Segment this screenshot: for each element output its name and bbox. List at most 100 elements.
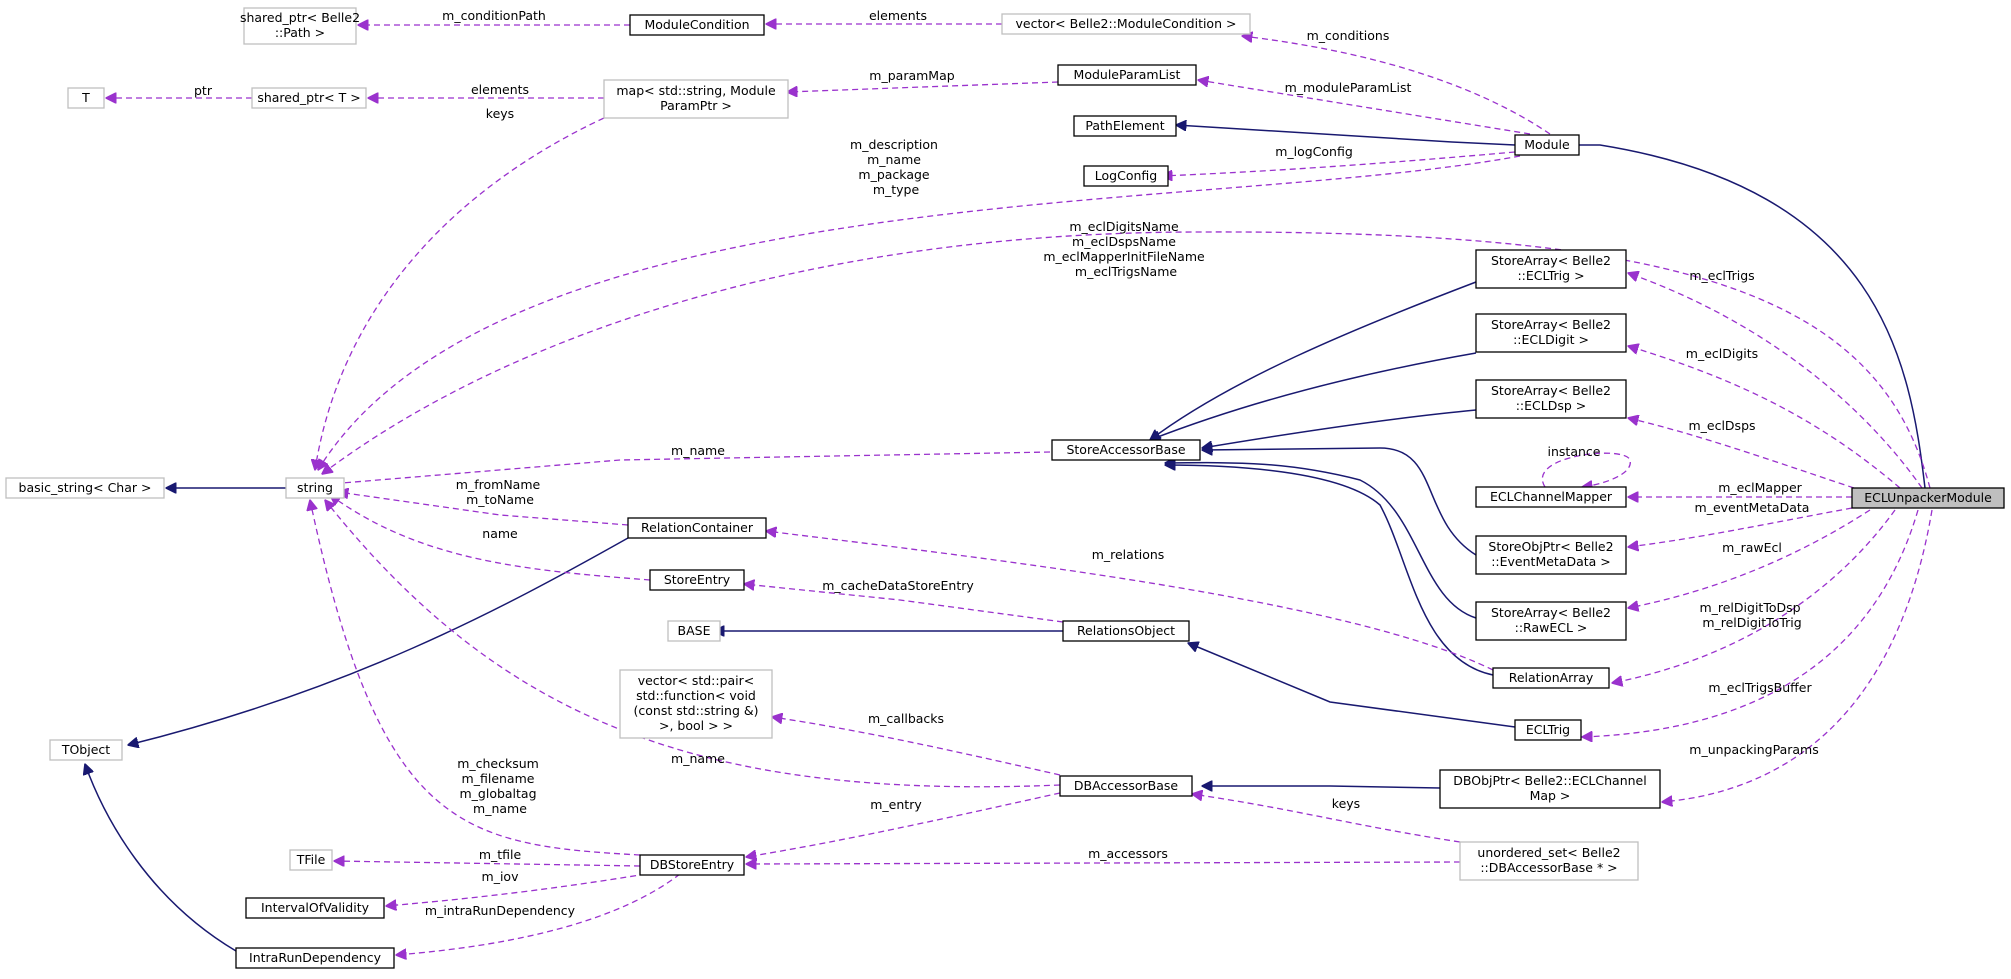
node-module[interactable]: Module [1514, 134, 1580, 156]
label-m-description: m_description [850, 137, 938, 152]
edge-dbobjptr-to-dbaccessorbase [1202, 786, 1441, 788]
edge-ecl-mapper-instance [1541, 452, 1631, 487]
node-shared-ptr-t[interactable]: shared_ptr< T > [251, 87, 367, 109]
label-m-globaltag: m_globaltag [459, 786, 536, 801]
edge-module-strings [318, 155, 1521, 470]
node-dbstoreentry[interactable]: DBStoreEntry [639, 854, 745, 876]
node-relationarray[interactable]: RelationArray [1492, 667, 1610, 689]
label-m-ecldigitsname: m_eclDigitsName [1069, 219, 1179, 234]
node-dbaccessorbase[interactable]: DBAccessorBase [1059, 775, 1193, 797]
node-storeentry[interactable]: StoreEntry [649, 569, 745, 591]
node-storearray-ecltrig-line2: ::ECLTrig > [1517, 268, 1584, 283]
node-t[interactable]: T [67, 87, 105, 109]
node-relationcontainer[interactable]: RelationContainer [627, 517, 767, 539]
edge-dbaccessor-callbacks [772, 717, 1061, 776]
node-storeaccessorbase[interactable]: StoreAccessorBase [1051, 439, 1201, 461]
label-m-package: m_package [858, 167, 930, 182]
node-storearray-ecltrig[interactable]: StoreArray< Belle2 ::ECLTrig > [1475, 249, 1627, 289]
label-instance: instance [1548, 444, 1601, 459]
label-keys-db: keys [1332, 796, 1360, 811]
node-shared-ptr-path[interactable]: shared_ptr< Belle2 ::Path > [240, 7, 360, 45]
node-modulecondition[interactable]: ModuleCondition [629, 14, 765, 36]
label-m-intrarundependency: m_intraRunDependency [425, 903, 576, 918]
node-ecltrig[interactable]: ECLTrig [1514, 719, 1582, 741]
label-m-cachedatastoreentry: m_cacheDataStoreEntry [822, 578, 974, 593]
node-relationsobject[interactable]: RelationsObject [1062, 620, 1190, 642]
node-eclchannelmapper[interactable]: ECLChannelMapper [1475, 486, 1627, 508]
label-m-filename: m_filename [462, 771, 535, 786]
node-vector-pair-line2: std::function< void [636, 688, 756, 703]
label-m-logconfig: m_logConfig [1275, 144, 1353, 159]
edge-storeaccessor-name [330, 451, 1051, 484]
label-m-reldigittotrig: m_relDigitToTrig [1702, 615, 1801, 630]
node-dbaccessorbase-label: DBAccessorBase [1074, 778, 1179, 793]
edge-eclunpacker-unpackingparams [1662, 509, 1933, 802]
edge-unorderedset-accessors [746, 862, 1461, 864]
label-module-strings: m_description m_name m_package m_type [850, 137, 942, 197]
edge-ecltrig-to-relationsobject [1188, 643, 1516, 728]
node-dbobjptr-line2: Map > [1530, 788, 1571, 803]
node-storeobjptr-line2: ::EventMetaData > [1491, 554, 1611, 569]
node-storearray-ecldigit-line1: StoreArray< Belle2 [1491, 317, 1611, 332]
node-dbobjptr-line1: DBObjPtr< Belle2::ECLChannel [1453, 773, 1646, 788]
node-eclunpackermodule[interactable]: ECLUnpackerModule [1851, 487, 2005, 509]
node-shared-ptr-t-label: shared_ptr< T > [257, 90, 360, 105]
node-string-label: string [297, 480, 333, 495]
label-fromto: m_fromName m_toName [456, 477, 544, 507]
label-m-name-module: m_name [867, 152, 921, 167]
edge-module-logconfig [1162, 151, 1516, 176]
node-dbobjptr-eclchannelmap[interactable]: DBObjPtr< Belle2::ECLChannel Map > [1439, 769, 1661, 809]
node-storearray-rawecl[interactable]: StoreArray< Belle2 ::RawECL > [1475, 601, 1627, 641]
edge-eclunpacker-eventmetadata [1628, 507, 1853, 547]
node-map-param-line2: ParamPtr > [660, 98, 732, 113]
label-ptr: ptr [194, 83, 213, 98]
node-storearray-rawecl-line2: ::RawECL > [1515, 620, 1588, 635]
edge-relationarray-to-storeaccessor [1165, 465, 1494, 676]
node-tobject[interactable]: TObject [49, 739, 123, 761]
label-m-name-dbstore: m_name [473, 801, 527, 816]
node-basic-string[interactable]: basic_string< Char > [5, 477, 165, 499]
node-map-param[interactable]: map< std::string, Module ParamPtr > [603, 79, 789, 119]
node-storeobjptr-eventmetadata[interactable]: StoreObjPtr< Belle2 ::EventMetaData > [1475, 535, 1627, 575]
node-unordered-set[interactable]: unordered_set< Belle2 ::DBAccessorBase *… [1459, 841, 1639, 881]
node-storeaccessorbase-label: StoreAccessorBase [1066, 442, 1185, 457]
node-intrarundependency-label: IntraRunDependency [249, 950, 382, 965]
node-base-label: BASE [678, 623, 711, 638]
node-storearray-ecldsp-line2: ::ECLDsp > [1516, 398, 1587, 413]
node-vector-pair[interactable]: vector< std::pair< std::function< void (… [619, 669, 773, 739]
node-vector-pair-line1: vector< std::pair< [638, 673, 755, 688]
edge-dbstore-iov [386, 873, 647, 906]
node-string[interactable]: string [285, 477, 345, 499]
label-elements-modcond: elements [869, 8, 927, 23]
label-ecl-strings: m_eclDigitsName m_eclDspsName m_eclMappe… [1043, 219, 1208, 279]
label-m-entry: m_entry [870, 797, 922, 812]
node-intervalofvalidity[interactable]: IntervalOfValidity [245, 897, 385, 919]
edge-dbaccessor-entry [746, 792, 1061, 857]
label-m-ecltrigsname: m_eclTrigsName [1075, 264, 1178, 279]
label-m-reldigit: m_relDigitToDsp m_relDigitToTrig [1699, 600, 1804, 630]
node-storearray-ecldsp[interactable]: StoreArray< Belle2 ::ECLDsp > [1475, 379, 1627, 419]
label-elements-sharedt: elements [471, 82, 529, 97]
edge-eclunpacker-to-module [1558, 145, 1926, 489]
label-m-toname: m_toName [466, 492, 534, 507]
node-intervalofvalidity-label: IntervalOfValidity [261, 900, 370, 915]
node-intrarundependency[interactable]: IntraRunDependency [235, 947, 395, 969]
edge-relationcontainer-to-tobject [128, 537, 629, 745]
node-dbstoreentry-label: DBStoreEntry [650, 857, 735, 872]
edge-dbstore-strings [310, 500, 641, 856]
edge-labels: m_conditionPath elements m_conditions pt… [194, 8, 1819, 918]
inheritance-edges [85, 125, 1926, 952]
node-storearray-ecltrig-line1: StoreArray< Belle2 [1491, 253, 1611, 268]
label-name-storeentry: name [482, 526, 518, 541]
node-logconfig[interactable]: LogConfig [1083, 165, 1169, 187]
node-vector-modulecondition[interactable]: vector< Belle2::ModuleCondition > [1001, 13, 1251, 35]
node-tfile[interactable]: TFile [289, 849, 333, 871]
node-pathelement[interactable]: PathElement [1073, 115, 1177, 137]
label-dbstore-strings: m_checksum m_filename m_globaltag m_name [457, 756, 543, 816]
node-storeobjptr-line1: StoreObjPtr< Belle2 [1488, 539, 1613, 554]
node-base[interactable]: BASE [667, 620, 721, 642]
node-storearray-ecldigit[interactable]: StoreArray< Belle2 ::ECLDigit > [1475, 313, 1627, 353]
label-m-ecldsps: m_eclDsps [1688, 418, 1755, 433]
edge-module-conditions [1242, 36, 1551, 135]
node-moduleparamlist[interactable]: ModuleParamList [1057, 64, 1197, 86]
